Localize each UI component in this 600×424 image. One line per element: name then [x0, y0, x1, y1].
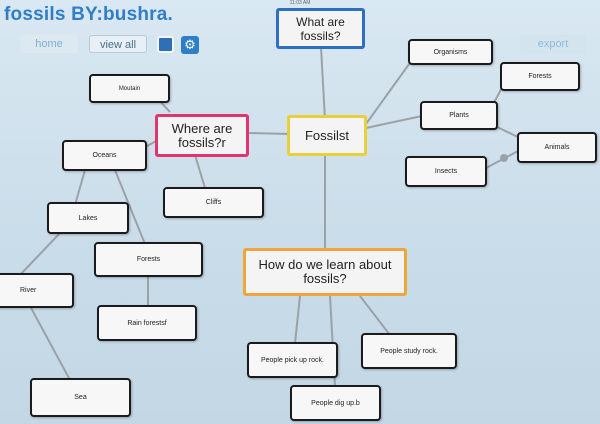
node-rain-forests[interactable]: Rain forestsf	[97, 305, 197, 341]
node-label: Organisms	[433, 48, 468, 56]
link-center-organisms	[365, 59, 413, 125]
topic-center-fossils[interactable]: Fossilst	[287, 115, 367, 156]
node-lakes[interactable]: Lakes	[47, 202, 129, 234]
node-label: Moutain	[118, 85, 141, 92]
node-forests-left[interactable]: Forests	[94, 242, 203, 277]
topic-where-are-fossils[interactable]: Where are fossils?r	[155, 114, 249, 157]
link-how-pickup	[294, 295, 301, 344]
node-river[interactable]: River	[0, 273, 74, 308]
status-time: 11:03 AM	[289, 0, 311, 6]
node-oceans[interactable]: Oceans	[62, 140, 147, 171]
node-moutain[interactable]: Moutain	[89, 74, 170, 103]
node-people-pick-up-rock[interactable]: People pick up rock.	[247, 342, 338, 378]
link-where-cliffs	[194, 154, 206, 189]
app-title: fossils BY:bushra.	[4, 4, 174, 25]
node-label: River	[20, 287, 37, 294]
node-label: Oceans	[92, 152, 117, 159]
node-plants[interactable]: Plants	[420, 101, 498, 130]
export-button[interactable]: export	[520, 35, 586, 53]
node-label: Forests	[136, 256, 161, 263]
topic-what-are-fossils[interactable]: What are fossils?	[276, 8, 365, 49]
topic-label: What are fossils?	[296, 14, 345, 43]
link-lakes-river	[19, 232, 61, 276]
node-sea[interactable]: Sea	[30, 378, 131, 417]
link-how-study	[359, 295, 391, 336]
node-label: Animals	[544, 144, 570, 151]
link-center-plants	[365, 115, 423, 129]
link-oceans-lakes	[74, 169, 86, 206]
link-oceans-forests	[114, 169, 146, 245]
home-button[interactable]: home	[20, 35, 78, 53]
link-handle	[500, 154, 508, 162]
node-forests-right[interactable]: Forests	[500, 62, 580, 91]
topic-label: How do we learn about fossils?	[258, 257, 392, 286]
node-label: Plants	[449, 112, 469, 119]
link-where-center	[247, 132, 291, 135]
node-people-study-rock[interactable]: People study rock.	[361, 333, 457, 369]
topic-label: Fossilst	[304, 127, 350, 143]
node-cliffs[interactable]: Cliffs	[163, 187, 264, 218]
node-label: People pick up rock.	[260, 356, 325, 364]
view-all-button[interactable]: view all	[89, 35, 147, 53]
node-insects[interactable]: Insects	[405, 156, 487, 187]
square-icon[interactable]	[157, 36, 174, 53]
node-organisms[interactable]: Organisms	[408, 39, 493, 65]
link-plants-animals	[494, 125, 521, 139]
topic-how-do-we-learn[interactable]: How do we learn about fossils?	[243, 248, 407, 296]
topic-label: Where are fossils?r	[171, 120, 233, 150]
node-label: Rain forestsf	[127, 319, 167, 327]
node-label: People dig up.b	[311, 399, 360, 407]
node-label: People study rock.	[380, 347, 438, 355]
node-label: Lakes	[78, 214, 98, 222]
node-label: Forests	[528, 73, 552, 80]
node-people-dig-up[interactable]: People dig up.b	[290, 385, 381, 421]
node-label: Insects	[434, 168, 458, 175]
node-animals[interactable]: Animals	[517, 132, 597, 163]
node-label: Sea	[74, 394, 87, 401]
link-river-sea	[29, 305, 71, 381]
node-label: Cliffs	[205, 199, 222, 206]
gear-icon[interactable]: ⚙	[181, 36, 199, 54]
link-what-center	[320, 46, 326, 121]
